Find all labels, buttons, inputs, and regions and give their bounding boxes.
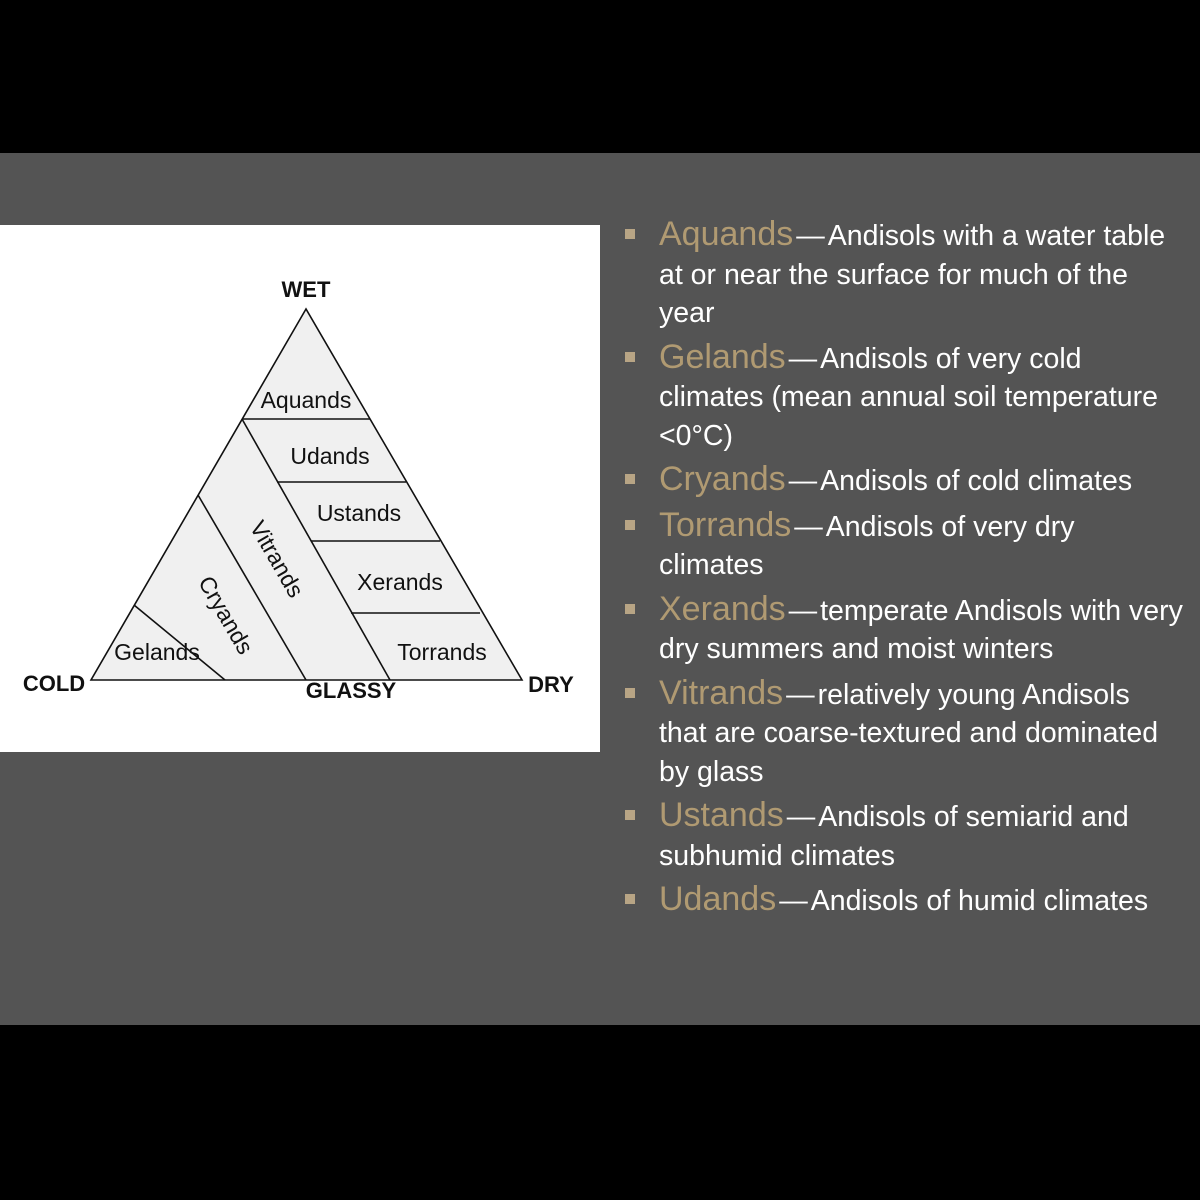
suborder-name: Aquands — [659, 215, 794, 253]
suborder-description: Andisols of cold climates — [820, 465, 1133, 497]
suborder-name: Ustands — [659, 796, 784, 834]
suborder-description: relatively young Andisols that are coars… — [659, 678, 1159, 788]
zone-label-xerands: Xerands — [357, 569, 443, 595]
square-bullet-icon — [625, 894, 635, 904]
em-dash: — — [786, 678, 815, 711]
em-dash: — — [788, 465, 818, 497]
suborder-name: Udands — [659, 880, 777, 918]
em-dash: — — [779, 885, 808, 917]
vertex-label-glassy: GLASSY — [306, 678, 397, 703]
list-item-udands: Udands—Andisols of humid climates — [620, 880, 1185, 921]
list-item-aquands: Aquands—Andisols with a water table at o… — [620, 215, 1185, 333]
zone-label-ustands: Ustands — [317, 500, 401, 526]
divider-vitrands-edge — [241, 418, 391, 681]
square-bullet-icon — [625, 603, 635, 614]
zone-label-gelands: Gelands — [114, 639, 200, 665]
suborder-name: Xerands — [659, 589, 786, 628]
em-dash: — — [788, 342, 818, 375]
divider-cryands-gelands — [133, 604, 226, 681]
suborder-description: temperate Andisols with very dry summers… — [659, 594, 1183, 666]
divider-vitrands-cryands — [197, 494, 307, 681]
list-item-gelands: Gelands—Andisols of very cold climates (… — [620, 338, 1185, 456]
triangle-svg: WET COLD DRY GLASSY Aquands Udands Ustan… — [23, 277, 574, 703]
triangle-outline — [89, 307, 524, 681]
suborder-name: Gelands — [659, 337, 786, 376]
suborder-description: Andisols with a water table at or near t… — [659, 220, 1166, 329]
list-item-torrands: Torrands—Andisols of very dry climates — [620, 506, 1185, 585]
em-dash: — — [796, 220, 825, 252]
square-bullet-icon — [625, 474, 635, 484]
list-item-ustands: Ustands—Andisols of semiarid and subhumi… — [620, 796, 1185, 875]
square-bullet-icon — [625, 519, 635, 530]
list-item-vitrands: Vitrands—relatively young Andisols that … — [620, 674, 1185, 792]
square-bullet-icon — [625, 351, 635, 362]
andisol-triangle-diagram: WET COLD DRY GLASSY Aquands Udands Ustan… — [0, 225, 600, 752]
suborder-list: Aquands—Andisols with a water table at o… — [620, 215, 1185, 926]
suborder-description: Andisols of humid climates — [810, 885, 1149, 917]
square-bullet-icon — [625, 810, 635, 820]
suborder-description: Andisols of very cold climates (mean ann… — [659, 342, 1158, 452]
square-bullet-icon — [625, 229, 635, 239]
list-item-xerands: Xerands—temperate Andisols with very dry… — [620, 590, 1185, 669]
suborder-description: Andisols of semiarid and subhumid climat… — [659, 801, 1129, 872]
zone-label-torrands: Torrands — [397, 639, 486, 665]
em-dash: — — [788, 594, 818, 627]
vertex-label-cold: COLD — [23, 671, 85, 696]
em-dash: — — [794, 510, 823, 543]
zone-label-aquands: Aquands — [261, 387, 352, 413]
suborder-name: Vitrands — [659, 673, 784, 712]
suborder-description: Andisols of very dry climates — [659, 510, 1075, 582]
suborder-name: Torrands — [659, 505, 792, 544]
slide: WET COLD DRY GLASSY Aquands Udands Ustan… — [0, 153, 1200, 1025]
zone-label-udands: Udands — [290, 443, 369, 469]
suborder-name: Cryands — [659, 460, 786, 498]
square-bullet-icon — [625, 687, 635, 698]
em-dash: — — [786, 801, 816, 833]
vertex-label-wet: WET — [282, 277, 331, 302]
list-item-cryands: Cryands—Andisols of cold climates — [620, 460, 1185, 501]
vertex-label-dry: DRY — [528, 672, 574, 697]
